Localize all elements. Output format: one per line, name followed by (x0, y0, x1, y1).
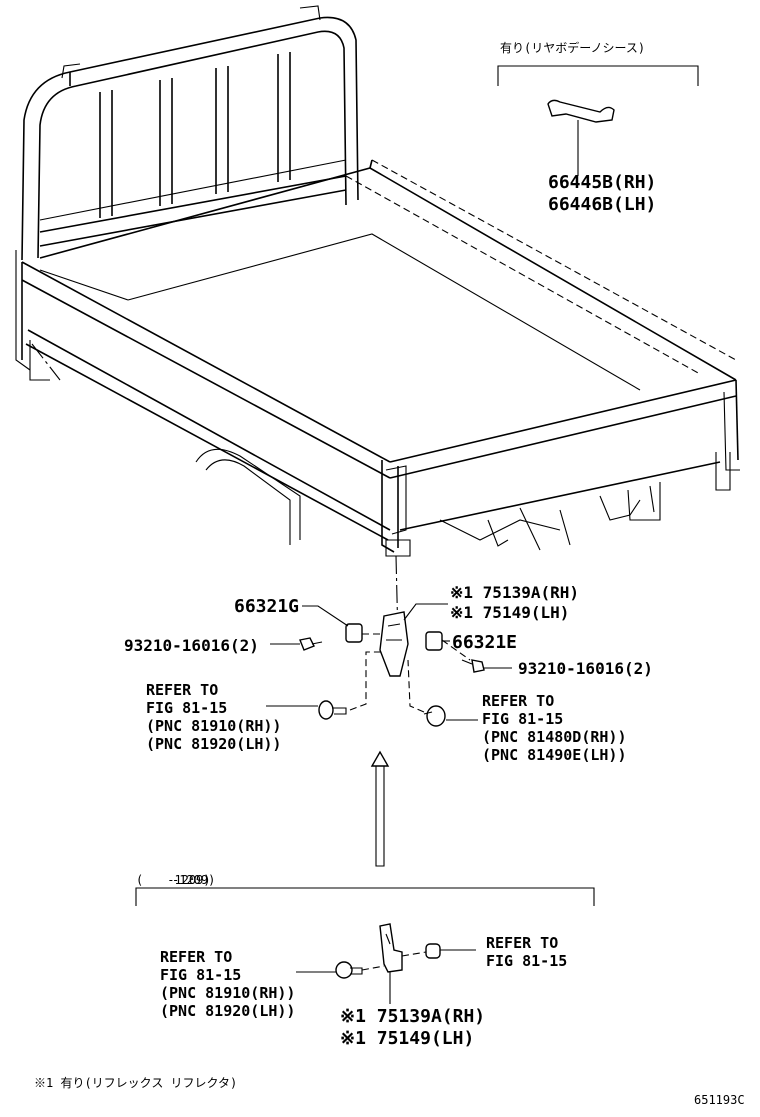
ref-right-upper-2: FIG 81-15 (482, 710, 563, 728)
top-bracket-line (497, 65, 699, 86)
ref-left-lower-4: (PNC 81920(LH)) (160, 1002, 295, 1020)
top-bracket-note: 有り(リヤボデーノシース) (500, 40, 645, 55)
ref-left-lower-2: FIG 81-15 (160, 966, 241, 984)
ref-right-upper-1: REFER TO (482, 692, 554, 710)
ref-left-upper-3: (PNC 81910(RH)) (146, 717, 281, 735)
part-bolt-left: 93210-16016(2) (124, 636, 259, 655)
up-arrow (370, 750, 390, 867)
ref-left-upper-2: FIG 81-15 (146, 699, 227, 717)
reflector-knob-right (426, 705, 446, 727)
hinge-assembly-upper: 66321G 66321E ※1 75139A(RH) ※1 75149(LH)… (124, 555, 653, 764)
part-66321e: 66321E (452, 632, 517, 653)
ref-left-lower-3: (PNC 81910(RH)) (160, 984, 295, 1002)
sheath-bracket-part (547, 99, 615, 123)
part-75149-lh-lower: ※1 75149(LH) (340, 1028, 474, 1049)
bolt-left-part (299, 637, 315, 651)
bottom-bracket-range: -1209) (172, 873, 215, 887)
ref-right-upper-3: (PNC 81480D(RH)) (482, 728, 627, 746)
part-66321g: 66321G (234, 596, 299, 617)
ref-left-lower-1: REFER TO (160, 948, 232, 966)
hinge-bracket-part (379, 611, 409, 677)
figure-id: 651193C (694, 1093, 745, 1107)
ref-left-upper-4: (PNC 81920(LH)) (146, 735, 281, 753)
truck-bed-drawing (15, 5, 740, 557)
ref-right-lower-1: REFER TO (486, 934, 558, 952)
ref-right-lower-2: FIG 81-15 (486, 952, 567, 970)
bottom-bracket-line (135, 887, 595, 906)
ref-right-upper-4: (PNC 81490E(LH)) (482, 746, 627, 764)
leader-66321g (302, 605, 349, 627)
lower-variant-group: ( -1209) -1209) REFER TO FIG 81-15 (PNC … (135, 873, 595, 1049)
bushing-66321e (425, 631, 443, 651)
part-75139a-rh: ※1 75139A(RH) (450, 583, 579, 602)
part-66445b: 66445B(RH) (548, 172, 656, 193)
rear-body-sheath-group: 有り(リヤボデーノシース) 66445B(RH) 66446B(LH) (497, 40, 699, 215)
bushing-66321g (345, 623, 363, 643)
part-bolt-right: 93210-16016(2) (518, 659, 653, 678)
reflector-knob-left (318, 700, 334, 720)
bottom-bracket-note: ( -1209) (136, 873, 211, 887)
part-75149-lh: ※1 75149(LH) (450, 603, 569, 622)
bushing-lower (425, 943, 441, 959)
part-66446b: 66446B(LH) (548, 194, 656, 215)
footnote: ※1 有り(リフレックス リフレクタ) (34, 1076, 237, 1090)
bolt-right-part (471, 659, 485, 673)
hinge-bracket-lower (379, 923, 403, 973)
part-75139a-rh-lower: ※1 75139A(RH) (340, 1006, 485, 1027)
reflector-knob-lower (335, 961, 353, 979)
ref-left-upper-1: REFER TO (146, 681, 218, 699)
leader-hinge (403, 603, 448, 621)
